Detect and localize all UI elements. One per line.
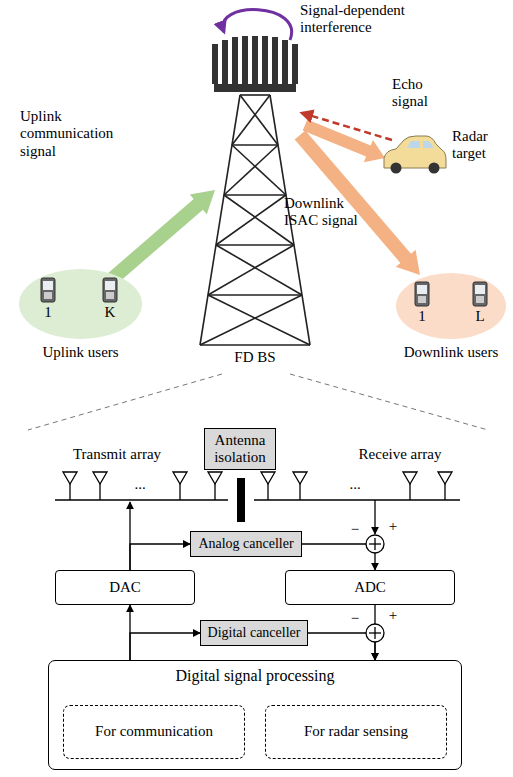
isolation-bar bbox=[237, 478, 245, 522]
uplink-arrow bbox=[100, 190, 215, 290]
echo-arrow bbox=[302, 113, 392, 140]
sign: − bbox=[348, 521, 362, 538]
user-index: 1 bbox=[414, 308, 430, 325]
sign: − bbox=[348, 610, 362, 627]
sign: + bbox=[386, 518, 400, 535]
canceller-box: Analog canceller bbox=[190, 531, 302, 557]
box-label: Antenna isolation bbox=[214, 432, 266, 465]
annotation: Uplink communication signal bbox=[20, 108, 120, 160]
box-label: For communication bbox=[95, 723, 213, 739]
user-index: K bbox=[102, 304, 118, 321]
converter-box: ADC bbox=[285, 570, 455, 605]
antenna-panel bbox=[212, 36, 298, 92]
signal-connector bbox=[302, 544, 375, 570]
converter-box: DAC bbox=[55, 570, 195, 605]
sign: + bbox=[386, 607, 400, 624]
box-label: ADC bbox=[354, 579, 386, 595]
annotation: Downlink ISAC signal bbox=[284, 195, 358, 230]
array-label: Receive array bbox=[345, 446, 455, 463]
signal-connector bbox=[308, 633, 375, 660]
box-label: DAC bbox=[109, 579, 141, 595]
ellipse-outline bbox=[18, 268, 143, 340]
signal-connector bbox=[130, 633, 200, 660]
signal-connector bbox=[130, 544, 190, 570]
box-label: Analog canceller bbox=[198, 536, 293, 551]
phone-icon bbox=[473, 282, 487, 306]
phone-icon bbox=[415, 282, 429, 306]
sum-junction bbox=[366, 535, 384, 553]
text-holder: DAC bbox=[56, 579, 194, 596]
box-label: Digital canceller bbox=[208, 625, 301, 640]
box-label: Digital signal processing bbox=[175, 667, 334, 684]
box-label: For radar sensing bbox=[304, 723, 408, 739]
station-label: FD BS bbox=[220, 349, 290, 366]
phone-icon bbox=[41, 278, 55, 302]
feed-line bbox=[374, 500, 375, 534]
car-icon bbox=[384, 136, 446, 174]
function-box: For radar sensing bbox=[265, 705, 447, 759]
zoom-line bbox=[290, 374, 488, 430]
isolation-box: Antenna isolation bbox=[204, 428, 276, 470]
transmit-array bbox=[55, 472, 228, 500]
function-box: For communication bbox=[63, 705, 245, 759]
text-holder: Analog canceller bbox=[191, 536, 301, 552]
user-index: L bbox=[472, 308, 488, 325]
group-label: Uplink users bbox=[10, 344, 151, 361]
canceller-box: Digital canceller bbox=[200, 620, 308, 646]
annotation: Radar target bbox=[452, 128, 510, 163]
zoom-line bbox=[28, 374, 222, 430]
user-group: 1KUplink users bbox=[18, 268, 143, 340]
text-holder: For radar sensing bbox=[266, 723, 446, 740]
ellipsis: ... bbox=[340, 476, 370, 493]
receive-array bbox=[254, 472, 460, 500]
user-group: 1LDownlink users bbox=[395, 272, 507, 340]
sum-junction bbox=[366, 624, 384, 642]
text-holder: Digital signal processing bbox=[49, 667, 461, 685]
group-label: Downlink users bbox=[390, 344, 512, 361]
annotation: Echo signal bbox=[392, 76, 448, 111]
annotation: Signal-dependent interference bbox=[300, 2, 430, 37]
text-holder: Antenna isolation bbox=[205, 432, 275, 467]
text-holder: For communication bbox=[64, 723, 244, 740]
phone-icon bbox=[103, 278, 117, 302]
array-label: Transmit array bbox=[62, 446, 172, 463]
ellipsis: ... bbox=[125, 476, 155, 493]
ellipse-outline bbox=[395, 272, 507, 340]
processing-box: Digital signal processingFor communicati… bbox=[48, 660, 462, 770]
text-holder: Digital canceller bbox=[201, 625, 307, 641]
user-index: 1 bbox=[40, 304, 56, 321]
interference-arrow bbox=[223, 10, 292, 40]
text-holder: ADC bbox=[286, 579, 454, 596]
